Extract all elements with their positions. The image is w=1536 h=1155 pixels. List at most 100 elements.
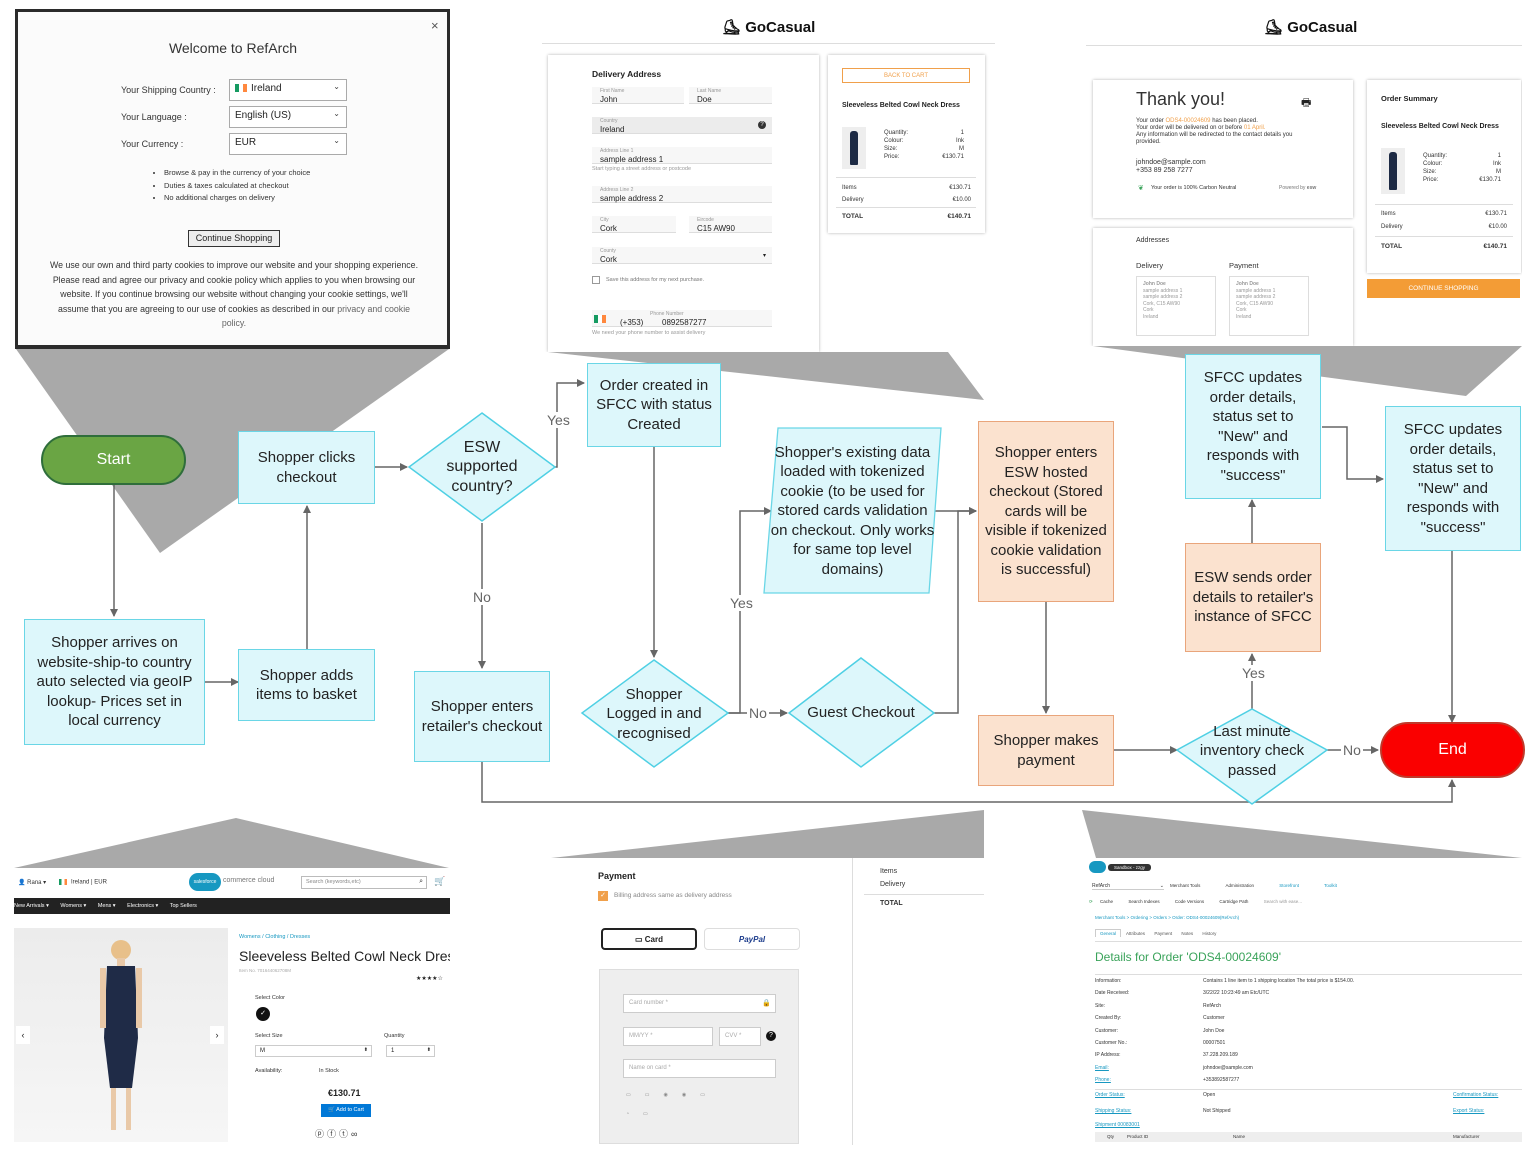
facebook-icon[interactable]: ⓕ	[327, 1129, 340, 1139]
language-select[interactable]: English (US) ⌄	[229, 106, 347, 128]
tab-notes[interactable]: Notes	[1181, 931, 1194, 936]
cookie-text: We use our own and third party cookies t…	[49, 260, 419, 329]
payment-card: Payment ✓ Billing address same as delive…	[548, 858, 853, 1145]
save-address-checkbox[interactable]	[592, 276, 600, 284]
continue-shopping-button[interactable]: CONTINUE SHOPPING	[1367, 279, 1520, 298]
screenshot-sfcc-admin: Sandbox - zzgy RefArch⌄ Merchant Tools A…	[1086, 858, 1522, 1145]
model-figure	[100, 940, 142, 1130]
cvv-input[interactable]: CVV *	[719, 1027, 761, 1046]
quantity-select[interactable]: 1⬍	[386, 1045, 435, 1057]
node-shopper-payment: Shopper makes payment	[978, 715, 1114, 786]
nav-mens[interactable]: Mens ▾	[97, 903, 116, 909]
nav-new-arrivals[interactable]: New Arrivals ▾	[14, 903, 49, 909]
tab-payment[interactable]: Payment	[1154, 931, 1173, 936]
help-icon[interactable]: ?	[758, 121, 766, 129]
powered-by: Powered by esw	[1279, 185, 1317, 191]
tab-attributes[interactable]: Attributes	[1126, 931, 1146, 936]
menu-merchant-tools[interactable]: Merchant Tools	[1170, 883, 1201, 888]
tab-general[interactable]: General	[1095, 929, 1122, 937]
tool-search-indexes[interactable]: Search Indexes	[1128, 899, 1160, 904]
payment-summary-delivery: Delivery	[880, 881, 906, 888]
tab-history[interactable]: History	[1202, 931, 1217, 936]
paypal-tab[interactable]: PayPal	[704, 928, 800, 950]
discover-icon: ▭	[643, 1111, 662, 1117]
product-image: ‹ ›	[14, 928, 228, 1142]
pinterest-icon[interactable]: ⓟ	[315, 1129, 328, 1139]
currency-select[interactable]: EUR ⌄	[229, 133, 347, 155]
expiry-input[interactable]: MM/YY *	[623, 1027, 713, 1046]
user-menu[interactable]: 👤 Rana ▾	[18, 880, 47, 886]
carousel-prev-button[interactable]: ‹	[16, 1026, 30, 1044]
nav-top-sellers[interactable]: Top Sellers	[169, 903, 197, 909]
card-number-input[interactable]: Card number *🔒	[623, 994, 776, 1013]
close-icon[interactable]: ×	[431, 18, 439, 33]
callout-wedge-payment	[551, 810, 984, 858]
card-brand-icons-row2: ◔▭	[626, 1111, 662, 1117]
edge-label-yes-logged: Yes	[728, 595, 755, 611]
payment-summary-items: Items	[880, 868, 898, 875]
language-label: Your Language :	[121, 112, 187, 122]
color-swatch[interactable]: ✓	[256, 1007, 270, 1021]
cart-icon[interactable]: 🛒	[434, 876, 446, 886]
admin-search-input[interactable]: Search with ease...	[1263, 899, 1302, 904]
twitter-icon[interactable]: ⓣ	[339, 1129, 352, 1139]
label-guest-checkout: Guest Checkout	[807, 704, 915, 722]
card-form: Card number *🔒 MM/YY * CVV * ? Name on c…	[599, 969, 799, 1144]
back-to-cart-button[interactable]: BACK TO CART	[842, 68, 970, 83]
search-input[interactable]: Search (keywords,etc) ⌕	[301, 876, 427, 889]
refresh-icon[interactable]: ⟳	[1089, 899, 1093, 904]
print-icon[interactable]: 🖶	[1301, 97, 1312, 109]
tool-code-versions[interactable]: Code Versions	[1174, 899, 1205, 904]
node-esw-sends: ESW sends order details to retailer's in…	[1185, 543, 1321, 652]
size-select[interactable]: M⬍	[255, 1045, 372, 1057]
country-select[interactable]: Ireland ⌄	[229, 79, 347, 101]
select-size-label: Select Size	[255, 1033, 283, 1039]
card-tab[interactable]: ▭ Card	[601, 928, 697, 950]
ireland-flag-icon	[59, 879, 67, 885]
shipment-link[interactable]: Shipment 00083001	[1095, 1122, 1140, 1128]
search-icon[interactable]: ⌕	[419, 878, 423, 885]
nav-womens[interactable]: Womens ▾	[60, 903, 87, 909]
commerce-cloud-label: commerce cloud	[223, 877, 275, 884]
availability-value: In Stock	[319, 1068, 339, 1074]
add-to-cart-button[interactable]: 🛒 Add to Cart	[321, 1104, 371, 1117]
addresses-card: Addresses Delivery Payment John Doe samp…	[1093, 228, 1353, 346]
gocasual-logo: ⛸ GoCasual	[1264, 19, 1358, 36]
cvv-help-icon[interactable]: ?	[766, 1031, 776, 1041]
product-thumbnail	[1381, 148, 1405, 194]
name-on-card-input[interactable]: Name on card *	[623, 1059, 776, 1078]
end-terminal: End	[1380, 722, 1525, 778]
billing-checkbox[interactable]: ✓	[598, 891, 608, 901]
menu-storefront[interactable]: Storefront	[1279, 883, 1299, 888]
locale-selector[interactable]: Ireland | EUR	[59, 879, 107, 886]
ireland-flag-icon	[594, 315, 606, 323]
visa-icon: ▭	[626, 1092, 645, 1098]
site-selector[interactable]: RefArch⌄	[1092, 883, 1164, 890]
shoe-icon: ⛸	[722, 19, 742, 36]
tool-cache[interactable]: Cache	[1100, 899, 1114, 904]
tool-cartridge-path[interactable]: Cartridge Path	[1219, 899, 1249, 904]
salesforce-logo: salesforce	[189, 873, 221, 891]
currency-label: Your Currency :	[121, 139, 184, 149]
continue-shopping-button[interactable]: Continue Shopping	[188, 230, 280, 247]
nav-electronics[interactable]: Electronics ▾	[127, 903, 159, 909]
label-esw-supported: ESW supported country?	[446, 438, 518, 495]
link-icon[interactable]: ∞	[351, 1129, 361, 1139]
carousel-next-button[interactable]: ›	[210, 1026, 224, 1044]
privacy-policy-link[interactable]: privacy and cookie policy.	[221, 303, 411, 329]
menu-toolkit[interactable]: Toolkit	[1324, 883, 1337, 888]
product-thumbnail	[842, 127, 866, 169]
rating-stars: ★★★★☆	[416, 976, 443, 982]
menu-administration[interactable]: Administration	[1225, 883, 1254, 888]
diamond-guest-checkout	[787, 657, 936, 768]
phone-field[interactable]: Phone Number (+353) 0892587277	[592, 310, 772, 327]
